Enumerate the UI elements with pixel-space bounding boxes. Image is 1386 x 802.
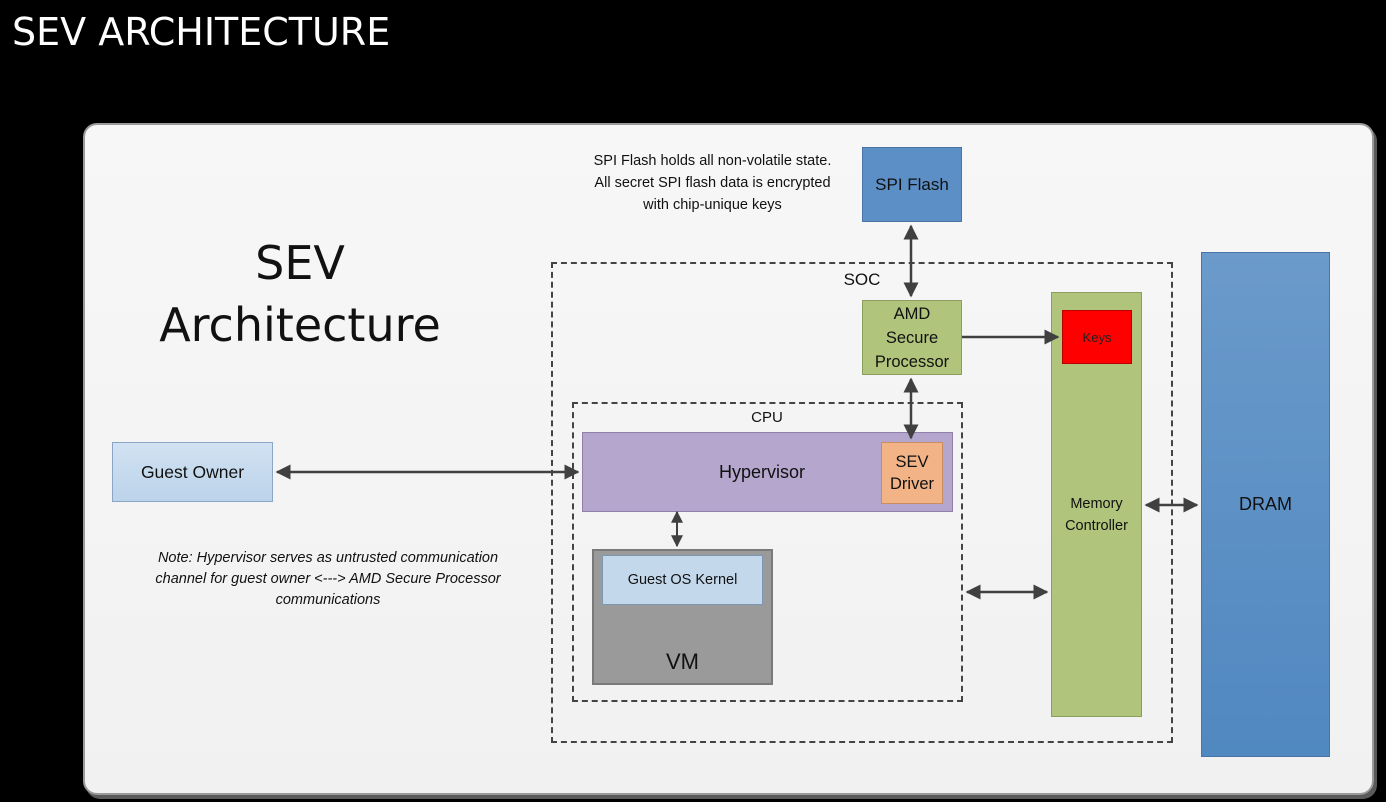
spi-note-line: All secret SPI flash data is encrypted xyxy=(594,175,831,191)
memory-controller-line: Memory xyxy=(1070,495,1123,512)
sev-driver-box: SEV Driver xyxy=(881,442,943,504)
spi-note-line: SPI Flash holds all non-volatile state. xyxy=(593,153,832,169)
amd-secure-processor-box: AMD Secure Processor xyxy=(862,300,962,375)
note-line: communications xyxy=(275,592,381,608)
diagram-heading-line1: SEV xyxy=(255,236,345,290)
amd-sp-line: Secure xyxy=(885,328,939,347)
guest-owner-label: Guest Owner xyxy=(140,461,245,482)
spi-flash-label: SPI Flash xyxy=(875,174,949,194)
cpu-boundary xyxy=(572,402,963,702)
spi-flash-box: SPI Flash xyxy=(862,147,962,222)
note-line: channel for guest owner <---> AMD Secure… xyxy=(155,571,501,587)
memory-controller-line: Controller xyxy=(1065,517,1128,534)
hypervisor-note: Note: Hypervisor serves as untrusted com… xyxy=(118,548,538,611)
sev-driver-line: Driver xyxy=(890,475,934,493)
note-line: Note: Hypervisor serves as untrusted com… xyxy=(157,550,499,566)
slide-title: SEV ARCHITECTURE xyxy=(12,10,391,54)
spi-flash-note: SPI Flash holds all non-volatile state. … xyxy=(560,150,865,216)
dram-box: DRAM xyxy=(1201,252,1330,757)
guest-owner-box: Guest Owner xyxy=(112,442,273,502)
keys-label: Keys xyxy=(1082,329,1112,345)
spi-note-line: with chip-unique keys xyxy=(643,197,782,213)
amd-sp-line: Processor xyxy=(874,352,950,371)
keys-box: Keys xyxy=(1062,310,1132,364)
vm-label: VM xyxy=(666,649,699,674)
cpu-label: CPU xyxy=(751,409,783,426)
hypervisor-label: Hypervisor xyxy=(719,461,806,482)
guest-os-kernel-box: Guest OS Kernel xyxy=(602,555,763,605)
diagram-heading-line2: Architecture xyxy=(159,298,441,352)
sev-driver-line: SEV xyxy=(895,453,929,471)
soc-label: SOC xyxy=(843,270,881,289)
amd-sp-line: AMD xyxy=(893,304,931,323)
guest-os-kernel-label: Guest OS Kernel xyxy=(627,572,738,588)
dram-label: DRAM xyxy=(1239,494,1292,514)
diagram-heading: SEV Architecture xyxy=(150,232,450,356)
